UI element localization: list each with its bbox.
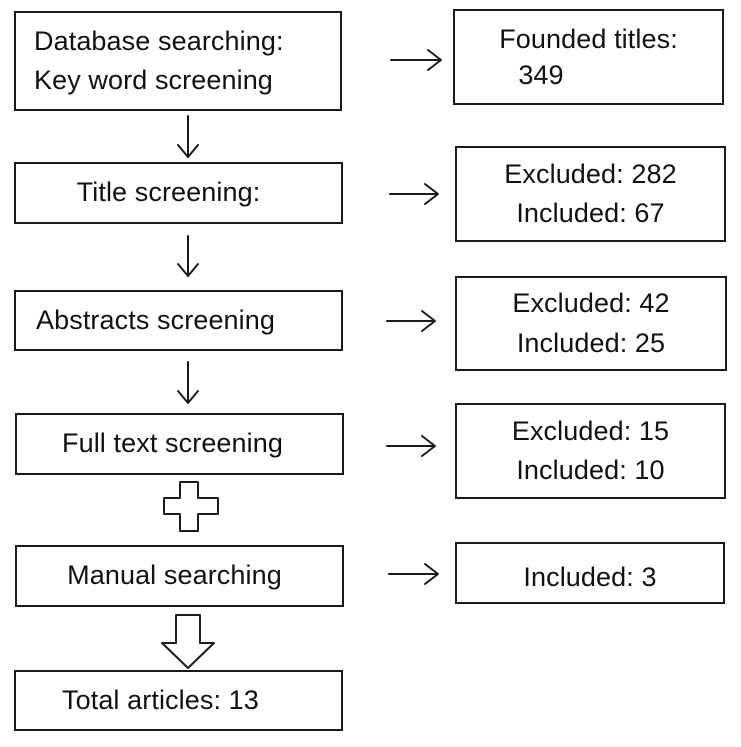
step-title-screening: Title screening: — [14, 162, 343, 224]
step-manual-searching-label: Manual searching — [67, 560, 282, 591]
step-database-searching-line1: Database searching: — [34, 25, 284, 56]
right-arrow-icon — [386, 435, 436, 457]
right-arrow-icon — [386, 310, 436, 332]
result-title-included: Included: 67 — [516, 198, 665, 228]
result-full-text-excluded: Excluded: 15 — [511, 415, 670, 446]
block-arrow-down-icon — [161, 614, 215, 669]
result-abstracts-excluded: Excluded: 42 — [512, 288, 670, 319]
right-arrow-icon — [389, 183, 439, 205]
plus-icon — [163, 481, 219, 532]
right-arrow-icon — [390, 49, 442, 71]
step-abstracts-screening: Abstracts screening — [14, 290, 343, 351]
step-total-articles: Total articles: 13 — [14, 670, 343, 731]
down-arrow-icon — [177, 361, 199, 404]
step-full-text-screening-label: Full text screening — [62, 428, 283, 459]
step-title-screening-label: Title screening: — [76, 177, 261, 208]
result-full-text-included: Included: 10 — [516, 455, 665, 485]
step-full-text-screening: Full text screening — [15, 413, 344, 475]
result-abstracts-screening: Excluded: 42 Included: 25 — [455, 276, 727, 371]
result-title-excluded: Excluded: 282 — [504, 158, 677, 189]
result-manual-included: Included: 3 — [523, 562, 657, 592]
result-manual-searching: Included: 3 — [455, 542, 725, 604]
result-abstracts-included: Included: 25 — [516, 327, 666, 358]
right-arrow-icon — [388, 563, 439, 585]
result-founded-titles: Founded titles: 349 — [453, 9, 724, 105]
step-total-articles-label: Total articles: 13 — [62, 684, 259, 715]
down-arrow-icon — [177, 115, 199, 158]
step-abstracts-screening-label: Abstracts screening — [36, 304, 276, 335]
down-arrow-icon — [177, 235, 199, 277]
result-founded-titles-label: Founded titles: — [499, 24, 678, 54]
result-title-screening: Excluded: 282 Included: 67 — [455, 146, 726, 242]
step-database-searching-line2: Key word screening — [34, 65, 273, 95]
result-founded-titles-count: 349 — [518, 60, 564, 91]
step-database-searching: Database searching: Key word screening — [14, 11, 342, 111]
result-full-text-screening: Excluded: 15 Included: 10 — [455, 403, 726, 499]
step-manual-searching: Manual searching — [15, 545, 344, 607]
